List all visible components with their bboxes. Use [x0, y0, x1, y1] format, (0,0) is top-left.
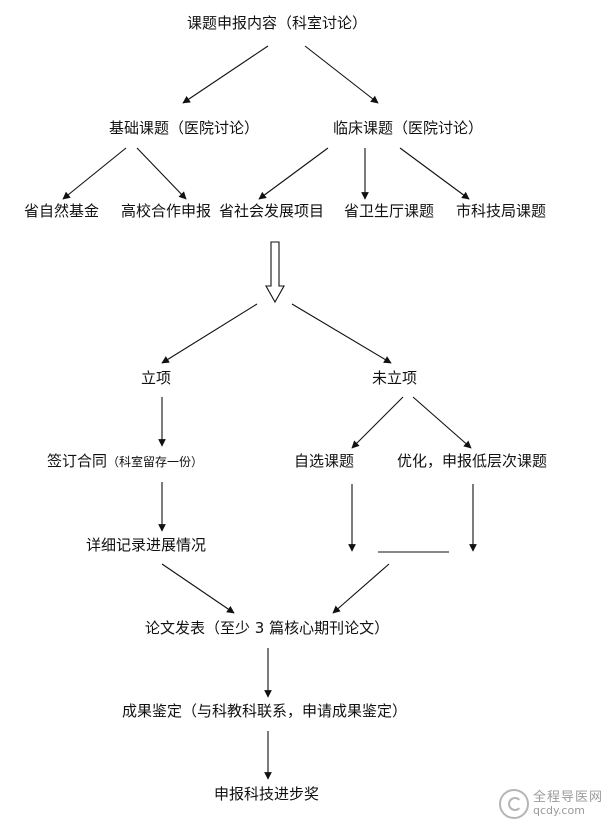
provincial-social-development-node: 省社会发展项目 — [219, 202, 325, 220]
watermark-logo-icon — [498, 789, 529, 819]
approved-node: 立项 — [141, 369, 172, 387]
sign-contract-note: （科室留存一份） — [107, 455, 204, 469]
optimize-lower-level-node: 优化，申报低层次课题 — [397, 452, 548, 470]
provincial-natural-fund-node: 省自然基金 — [24, 202, 100, 220]
arrow-clinical-to-city-tech — [399, 147, 470, 200]
university-cooperation-node: 高校合作申报 — [121, 202, 212, 220]
paper-publication-node: 论文发表（至少 3 篇核心期刊论文） — [145, 619, 390, 637]
arrow-clinical-to-prov-social — [258, 147, 329, 200]
hollow-down-arrow — [265, 241, 285, 304]
result-appraisal-node: 成果鉴定（与科教科联系，申请成果鉴定） — [122, 702, 408, 720]
sign-contract-label: 签订合同 — [47, 452, 108, 470]
city-tech-bureau-node: 市科技局课题 — [456, 202, 547, 220]
arrow-to-not-approved — [291, 303, 392, 364]
arrow-record-to-publish — [161, 563, 235, 614]
site-watermark: 全程导医网 qcdy.com — [498, 789, 603, 819]
clinical-topic-node: 临床课题（医院讨论） — [333, 119, 484, 137]
watermark-name: 全程导医网 — [532, 790, 603, 805]
arrow-basic-to-univ-coop — [136, 147, 187, 200]
provincial-health-dept-node: 省卫生厅课题 — [344, 202, 435, 220]
apply-award-node: 申报科技进步奖 — [214, 785, 320, 803]
arrow-basic-to-prov-natural — [62, 147, 127, 200]
record-progress-node: 详细记录进展情况 — [86, 536, 207, 554]
not-approved-node: 未立项 — [372, 369, 418, 387]
root-topic-node: 课题申报内容（科室讨论） — [187, 14, 368, 32]
arrow-root-to-basic — [182, 45, 269, 104]
arrow-root-to-clinical — [304, 45, 379, 104]
arrow-not-approved-to-optimize — [412, 396, 472, 449]
watermark-url: qcdy.com — [532, 804, 585, 817]
arrow-not-approved-to-self-select — [351, 396, 404, 449]
basic-topic-node: 基础课题（医院讨论） — [109, 119, 260, 137]
arrow-merge-to-publish — [332, 563, 390, 614]
sign-contract-node: 签订合同（科室留存一份） — [47, 452, 203, 471]
arrow-to-approved — [161, 303, 258, 364]
self-selected-topic-node: 自选课题 — [294, 452, 355, 470]
